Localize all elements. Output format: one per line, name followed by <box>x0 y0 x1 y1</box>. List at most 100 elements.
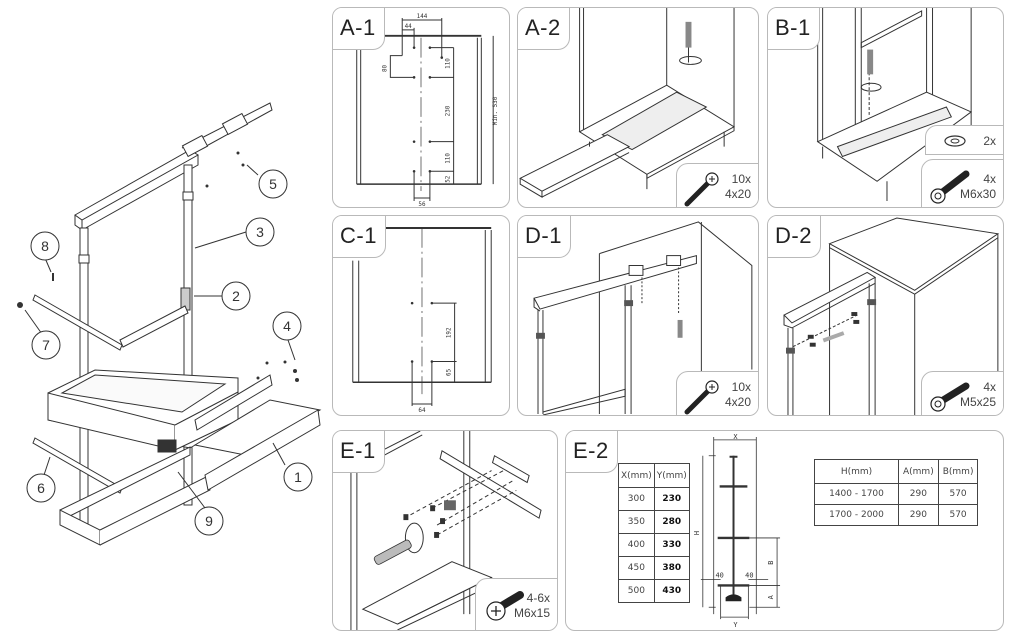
step-label: E-1 <box>333 431 385 473</box>
dim-80: 80 <box>381 64 388 72</box>
step-label: A-2 <box>518 8 570 50</box>
exploded-view-drawing: 5 3 2 4 8 7 1 6 9 <box>17 102 322 546</box>
step-label: D-1 <box>518 216 571 258</box>
step-panel-e1: E-1 4-6x M6x15 <box>332 430 558 631</box>
hardware-box: 4x M5x25 <box>921 371 1003 415</box>
callout-6 <box>26 473 56 503</box>
table-cell-b: 570 <box>937 483 979 505</box>
hardware-size: M6x15 <box>513 606 550 620</box>
callout-7-label: 7 <box>42 337 50 353</box>
table-header: Y(mm) <box>653 463 690 488</box>
step-panel-d1: D-1 10x 4x20 <box>517 215 759 416</box>
height-spec-table: H(mm) A(mm) B(mm) 1400 - 1700 290 570 17… <box>814 459 979 526</box>
step-label: C-1 <box>333 216 386 258</box>
hardware-size: 4x20 <box>724 187 751 201</box>
bolt-quantity: 4x <box>983 172 996 186</box>
a1-drilling-diagram: 144 44 80 110 230 110 52 56 Min. 530 <box>356 13 499 207</box>
hardware-box: 4-6x M6x15 <box>475 578 557 630</box>
table-cell-a: 290 <box>898 504 939 526</box>
table-row: 400 330 <box>618 533 690 557</box>
table-cell-y: 430 <box>653 579 690 603</box>
callout-4-label: 4 <box>283 318 291 334</box>
dim-56: 56 <box>418 201 426 207</box>
dim-144: 144 <box>417 13 428 20</box>
table-cell-a: 290 <box>898 483 939 505</box>
label-y: Y <box>733 621 738 629</box>
table-row: 350 280 <box>618 510 690 534</box>
washer-quantity: 2x <box>983 134 996 148</box>
table-row: 300 230 <box>618 487 690 511</box>
dim-110-upper: 110 <box>445 58 452 69</box>
label-h: H <box>693 531 701 535</box>
dim-192: 192 <box>446 327 453 338</box>
wood-screw-icon <box>684 380 719 415</box>
table-header: A(mm) <box>898 459 939 484</box>
table-row: 1400 - 1700 290 570 <box>814 483 979 505</box>
c1-drilling-diagram: 192 65 64 <box>352 227 492 414</box>
callout-4 <box>272 311 302 341</box>
step-panel-d2: D-2 4x M5x25 <box>767 215 1004 416</box>
label-x: X <box>733 433 738 441</box>
table-cell-x: 300 <box>618 487 655 511</box>
step-label: B-1 <box>768 8 820 50</box>
step-panel-a1: A-1 144 44 80 110 <box>332 7 510 208</box>
hardware-quantity: 10x <box>731 380 751 394</box>
bolt-size: M6x30 <box>959 187 996 201</box>
callout-1-label: 1 <box>294 469 302 485</box>
table-row: 500 430 <box>618 579 690 603</box>
table-cell-h: 1400 - 1700 <box>814 483 899 505</box>
table-cell-x: 450 <box>618 556 655 580</box>
callout-9 <box>194 506 224 536</box>
exploded-view: 5 3 2 4 8 7 1 6 9 <box>0 0 328 636</box>
e1-slide-fix-drawing <box>350 431 542 630</box>
dim-min-530: Min. 530 <box>492 96 499 125</box>
callout-5 <box>258 169 288 199</box>
callout-3 <box>245 217 275 247</box>
step-label: A-1 <box>333 8 385 50</box>
table-cell-x: 500 <box>618 579 655 603</box>
hardware-size: M5x25 <box>959 395 996 409</box>
step-label: D-2 <box>768 216 821 258</box>
d2-side-fix-drawing <box>783 217 1000 415</box>
label-a: A <box>767 594 775 599</box>
xy-dimension-table: X(mm) Y(mm) 300 230 350 280 400 330 450 … <box>618 463 690 603</box>
callout-3-label: 3 <box>256 224 264 240</box>
table-cell-y: 280 <box>653 510 690 534</box>
table-cell-y: 330 <box>653 533 690 557</box>
step-panel-e2: E-2 X(mm) Y(mm) 300 230 350 280 400 330 … <box>565 430 1004 631</box>
callout-8 <box>30 231 60 261</box>
table-row: 450 380 <box>618 556 690 580</box>
step-label: E-2 <box>566 431 618 473</box>
hex-socket-bolt-icon <box>930 170 970 204</box>
table-header: H(mm) <box>814 459 899 484</box>
washer-icon <box>944 135 966 147</box>
table-cell-b: 570 <box>937 504 979 526</box>
step-panel-c1: C-1 192 65 64 <box>332 215 510 416</box>
callout-7 <box>31 330 61 360</box>
table-header-row: X(mm) Y(mm) <box>618 463 690 488</box>
hardware-box: 10x 4x20 <box>676 371 758 415</box>
label-b: B <box>767 561 775 565</box>
callout-5-label: 5 <box>269 176 277 192</box>
wood-screw-icon <box>684 172 719 207</box>
callout-2 <box>221 281 251 311</box>
callout-2-label: 2 <box>232 288 240 304</box>
table-header-row: H(mm) A(mm) B(mm) <box>814 459 979 484</box>
table-cell-y: 230 <box>653 487 690 511</box>
step-panel-b1: B-1 2x 4x M6x30 <box>767 7 1004 208</box>
dim-230: 230 <box>445 105 452 116</box>
table-row: 1700 - 2000 290 570 <box>814 504 979 526</box>
hardware-quantity: 10x <box>731 172 751 186</box>
table-header: X(mm) <box>618 463 655 488</box>
table-cell-h: 1700 - 2000 <box>814 504 899 526</box>
dim-110-lower: 110 <box>445 153 452 164</box>
dim-64: 64 <box>418 407 426 414</box>
dim-44: 44 <box>405 23 413 30</box>
callout-1 <box>283 462 313 492</box>
callout-8-label: 8 <box>41 238 49 254</box>
hardware-quantity: 4-6x <box>526 591 550 605</box>
label-left-40: 40 <box>715 572 723 580</box>
label-right-40: 40 <box>745 572 753 580</box>
step-panel-a2: A-2 10x 4x20 <box>517 7 759 208</box>
hardware-box: 10x 4x20 <box>676 163 758 207</box>
